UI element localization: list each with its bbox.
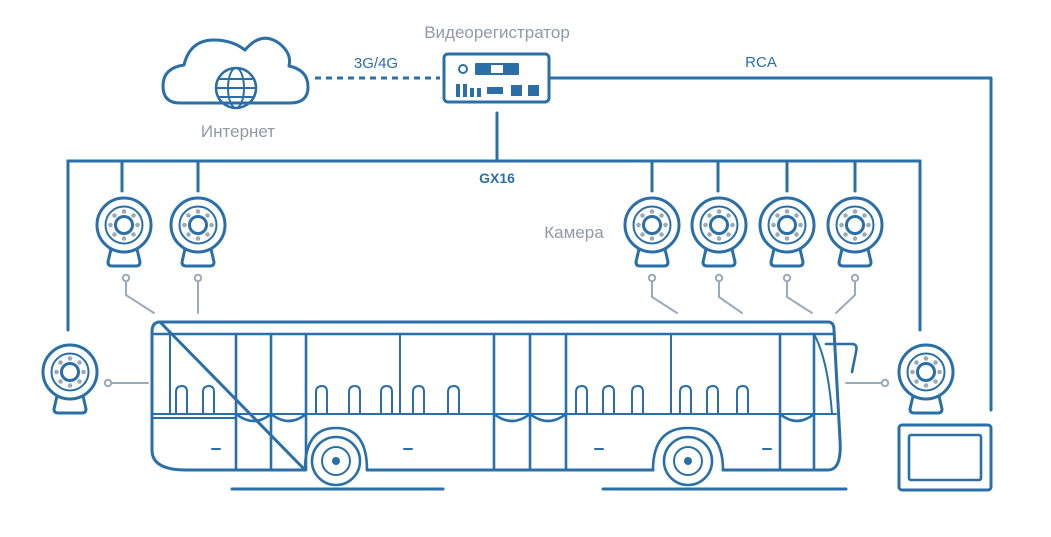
camera-icon [897, 343, 955, 415]
camera-label: Камера [544, 223, 604, 242]
camera-icon [169, 196, 227, 268]
bus-icon [150, 320, 858, 491]
internet-label: Интернет [201, 122, 275, 141]
camera-icon [623, 196, 681, 268]
camera-icon [758, 196, 816, 268]
3g4g-label: 3G/4G [354, 55, 398, 72]
dvr-icon [442, 52, 551, 104]
camera-icon [95, 196, 153, 268]
rca-label: RCA [745, 54, 777, 71]
camera-connectors [103, 273, 890, 388]
cloud-icon [161, 36, 310, 105]
monitor-icon [897, 423, 993, 492]
camera-icon [690, 196, 748, 268]
gx16-wiring [66, 111, 922, 332]
dvr-label: Видеорегистратор [424, 23, 570, 42]
camera-icon [41, 343, 99, 415]
gx16-label: GX16 [479, 170, 515, 186]
globe-icon [214, 66, 258, 110]
camera-icon [826, 196, 884, 268]
rca-line [547, 76, 993, 412]
